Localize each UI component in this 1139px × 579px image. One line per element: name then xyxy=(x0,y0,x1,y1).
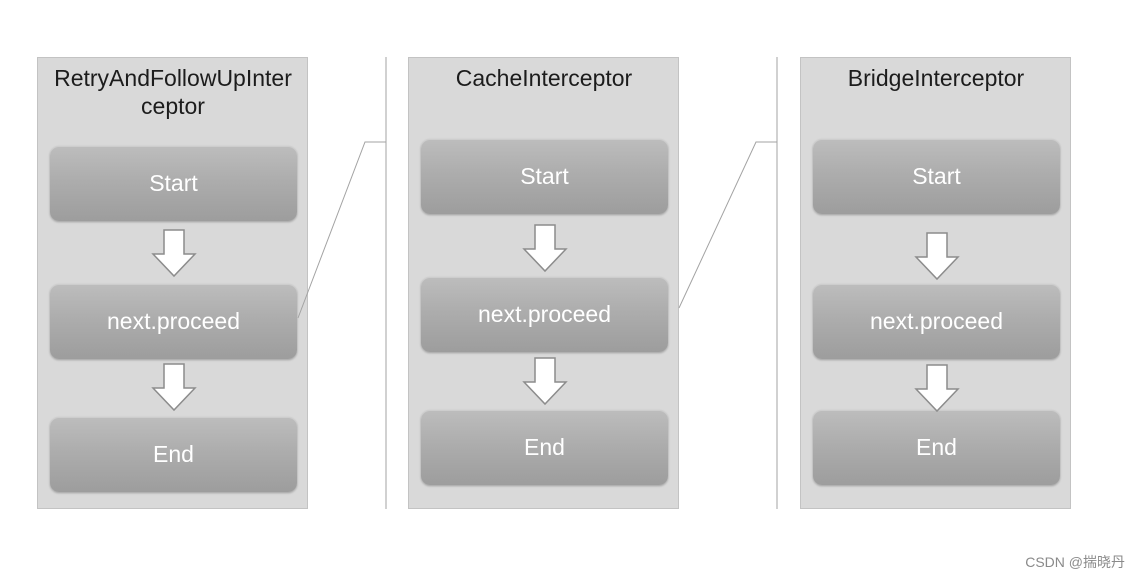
connector-panel1-to-panel2 xyxy=(297,141,386,319)
step-end: End xyxy=(813,410,1060,485)
down-arrow-icon xyxy=(522,357,568,406)
down-arrow-icon xyxy=(151,363,197,412)
down-arrow-icon xyxy=(522,224,568,273)
down-arrow-icon xyxy=(151,229,197,278)
step-next-proceed: next.proceed xyxy=(813,284,1060,359)
panel-cache-interceptor: CacheInterceptor Start next.proceed End xyxy=(408,57,679,509)
panel-bridge-interceptor: BridgeInterceptor Start next.proceed End xyxy=(800,57,1071,509)
step-next-proceed: next.proceed xyxy=(50,284,297,359)
down-arrow-icon xyxy=(914,232,960,281)
step-end: End xyxy=(421,410,668,485)
panel-title: BridgeInterceptor xyxy=(847,65,1025,91)
panel-retry-and-follow-up-interceptor: RetryAndFollowUpInterceptor Start next.p… xyxy=(37,57,308,509)
connector-panel2-to-panel3 xyxy=(678,141,777,309)
step-start: Start xyxy=(813,139,1060,214)
step-next-proceed: next.proceed xyxy=(421,277,668,352)
step-start: Start xyxy=(421,139,668,214)
down-arrow-icon xyxy=(914,364,960,413)
step-start: Start xyxy=(50,146,297,221)
panel-title: RetryAndFollowUpInterceptor xyxy=(54,65,292,119)
watermark: CSDN @揣晓丹 xyxy=(1025,554,1125,570)
panel-title: CacheInterceptor xyxy=(455,65,633,91)
step-end: End xyxy=(50,417,297,492)
